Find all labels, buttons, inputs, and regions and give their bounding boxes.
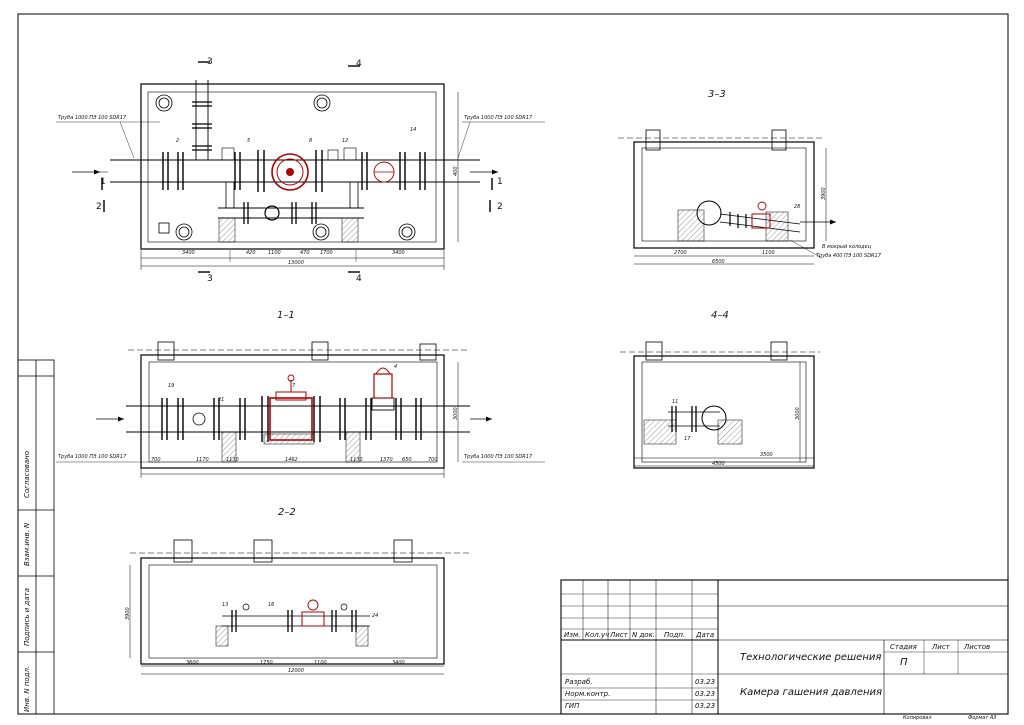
tb-date-2: 03.23 [695,690,716,698]
dim-s22-total: 12000 [288,668,304,674]
dim-s22-height: 3900 [125,607,131,620]
dim-s44-total: 4500 [712,461,725,467]
section-title-3-3: 3–3 [708,89,726,100]
pos-8: 8 [309,138,313,144]
tb-col-podp: Подп. [664,631,686,639]
strip-sign-date: Подпись и дата [23,588,31,646]
tb-sheets-label: Листов [964,643,991,651]
tb-col-list: Лист [610,631,628,639]
dim-s22-right: 3400 [392,660,405,666]
pipe-label-plan-right: Труба 1000 ПЭ 100 SDR17 [464,115,533,121]
cut-mark-4-top: 4 [356,59,362,69]
tb-format: Формат А3 [968,715,997,721]
dim-s11-1170: 1170 [196,457,209,463]
tb-date-3: 03.23 [695,702,716,710]
dim-plan-1100: 1100 [268,250,281,256]
tb-col-izm: Изм. [564,631,581,639]
pos-5: 5 [247,138,251,144]
pos-13: 13 [222,602,229,608]
pos-17: 17 [684,436,691,442]
dim-plan-right: 3400 [392,250,405,256]
tb-role-dev: Разраб. [565,678,593,686]
strip-replaced-inv: Взам.инв. N [23,522,31,566]
tb-col-kol: Кол.уч [585,631,610,639]
pos-12: 12 [342,138,349,144]
section-2-2 [129,539,470,675]
cut-mark-3-top: 3 [207,57,213,67]
strip-inv-orig: Инв. N подл. [23,665,31,712]
pipe-label-s11-right: Труба 1000 ПЭ 100 SDR17 [464,454,533,460]
dim-s33-1100: 1100 [762,250,775,256]
pos-24: 24 [372,613,379,619]
dim-s11-700b: 700 [428,457,438,463]
pos-21: 21 [218,397,225,403]
wet-well-label: В мокрый колодец [822,244,872,250]
dim-s33-left: 2700 [674,250,687,256]
dim-s33-height: 3900 [821,187,827,200]
left-stamp-strip [17,359,55,715]
cut-mark-2-right: 2 [497,202,503,212]
pipe-label-s33: Труба 400 ПЭ 100 SDR17 [816,253,881,259]
dim-s44-right: 3500 [760,452,773,458]
strip-agreed: Согласовано [23,450,31,498]
title-block [560,579,1009,715]
section-title-4-4: 4–4 [711,310,729,321]
dim-s11-1370: 1370 [380,457,393,463]
dim-plan-height: 400 [453,166,459,176]
pos-4: 4 [394,364,398,370]
pipe-label-s11-left: Труба 1000 ПЭ 100 SDR17 [58,454,127,460]
section-3-3 [618,129,836,265]
pos-11: 11 [672,399,679,405]
tb-role-gip: ГИП [565,702,580,710]
dim-s11-1130: 1130 [226,457,239,463]
pipe-label-plan-left: Труба 1000 ПЭ 100 SDR17 [58,115,127,121]
section-title-1-1: 1–1 [277,310,295,321]
dim-plan-left: 3400 [182,250,195,256]
tb-stage-label: Стадия [890,643,917,651]
dim-plan-1700: 1700 [320,250,333,256]
dim-s22-left: 3600 [186,660,199,666]
dim-plan-total: 13000 [288,260,304,266]
tb-stage-value: П [900,657,908,668]
dim-s22-1100: 1100 [314,660,327,666]
dim-s11-height: 3000 [453,407,459,420]
dim-s11-center: 1462 [285,457,298,463]
pos-7: 7 [292,383,296,389]
dim-s11-700: 700 [151,457,161,463]
dim-plan-420: 420 [246,250,256,256]
plan-view [56,61,545,273]
tb-role-norm: Норм.контр. [565,690,611,698]
cut-mark-2-left: 2 [96,202,102,212]
pos-16: 16 [268,602,275,608]
tb-col-date: Дата [696,631,715,639]
cut-mark-3-bottom: 3 [207,274,213,284]
section-1-1 [56,341,545,478]
dim-s11-1130b: 1130 [350,457,363,463]
tb-copied: Копировал [903,715,932,721]
dim-s33-total: 6500 [712,259,725,265]
dim-s44-height: 3000 [795,407,801,420]
pos-28: 28 [794,204,801,210]
section-title-2-2: 2–2 [278,507,296,518]
cut-mark-4-bottom: 4 [356,274,362,284]
pos-14: 14 [410,127,417,133]
pos-2: 2 [176,138,180,144]
dim-plan-470: 470 [300,250,310,256]
tb-col-ndok: N док. [632,631,656,639]
cut-mark-1-left: 1 [100,177,106,187]
tb-sheet-label: Лист [932,643,950,651]
pos-19: 19 [168,383,175,389]
tb-date-1: 03.23 [695,678,716,686]
cut-mark-1-right: 1 [497,177,503,187]
tb-project: Технологические решения [740,652,882,663]
tb-title: Камера гашения давления [740,687,883,698]
section-4-4 [620,341,820,469]
dim-s11-650: 650 [402,457,412,463]
dim-s22-1750: 1750 [260,660,273,666]
